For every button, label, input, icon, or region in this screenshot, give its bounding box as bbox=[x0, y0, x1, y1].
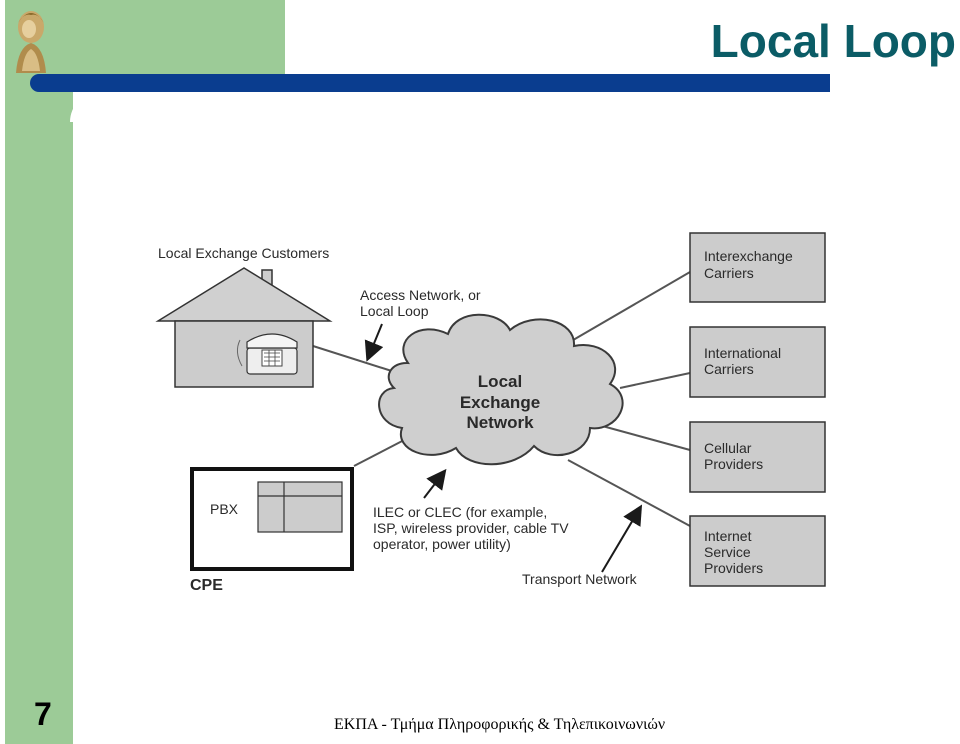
athena-logo-icon bbox=[16, 11, 46, 73]
pbx-label: PBX bbox=[210, 501, 239, 517]
interexchange-carriers-box bbox=[689, 232, 826, 303]
isp-label-1: Internet bbox=[704, 528, 752, 544]
cpe-label: CPE bbox=[190, 577, 223, 594]
international-carriers-box bbox=[689, 326, 826, 398]
ilec-label-line-1: ILEC or CLEC (for example, bbox=[373, 504, 547, 520]
international-label-2: Carriers bbox=[704, 361, 754, 377]
interexchange-label-2: Carriers bbox=[704, 265, 754, 281]
access-network-label-2: Local Loop bbox=[360, 303, 429, 319]
ilec-label-line-2: ISP, wireless provider, cable TV bbox=[373, 520, 569, 536]
left-sidebar-band bbox=[5, 0, 73, 744]
cellular-providers-box bbox=[689, 421, 826, 493]
isp-label-3: Providers bbox=[704, 560, 763, 576]
slide-title: Local Loop bbox=[710, 15, 956, 67]
line-cloud-interexchange bbox=[567, 271, 691, 344]
cellular-label-1: Cellular bbox=[704, 440, 752, 456]
isp-label-2: Service bbox=[704, 544, 751, 560]
title-underline-bar bbox=[30, 74, 830, 92]
line-cloud-international bbox=[619, 372, 691, 389]
customers-label: Local Exchange Customers bbox=[158, 245, 329, 261]
transport-network-label: Transport Network bbox=[522, 571, 638, 587]
cloud-label-line-3: Network bbox=[466, 413, 534, 432]
international-label-1: International bbox=[704, 345, 781, 361]
ilec-label-line-3: operator, power utility) bbox=[373, 536, 511, 552]
internet-service-providers-box bbox=[689, 515, 826, 587]
line-house-cloud bbox=[312, 345, 399, 374]
transport-network-arrow bbox=[601, 504, 643, 573]
cloud-label-line-2: Exchange bbox=[460, 393, 540, 412]
content-corner bbox=[70, 92, 100, 122]
header-green-block bbox=[5, 0, 285, 76]
cloud-label-line-1: Local bbox=[478, 372, 522, 391]
telephone-icon bbox=[236, 333, 298, 375]
local-exchange-cloud bbox=[378, 313, 624, 466]
cellular-label-2: Providers bbox=[704, 456, 763, 472]
local-loop-diagram: Local Exchange Network Local Exchange Cu… bbox=[155, 232, 826, 594]
access-network-arrow bbox=[364, 323, 384, 362]
house-roof bbox=[155, 267, 333, 322]
interexchange-label-1: Interexchange bbox=[704, 248, 793, 264]
line-cpe-cloud bbox=[353, 437, 409, 467]
pbx-device bbox=[257, 481, 343, 533]
footer-text: ΕΚΠΑ - Τμήμα Πληροφορικής & Τηλεπικοινων… bbox=[334, 716, 666, 733]
line-cloud-cellular bbox=[594, 423, 691, 451]
line-cloud-isp bbox=[567, 459, 691, 527]
ilec-arrow bbox=[423, 468, 447, 499]
access-network-label-1: Access Network, or bbox=[360, 287, 481, 303]
slide-number: 7 bbox=[34, 696, 52, 732]
